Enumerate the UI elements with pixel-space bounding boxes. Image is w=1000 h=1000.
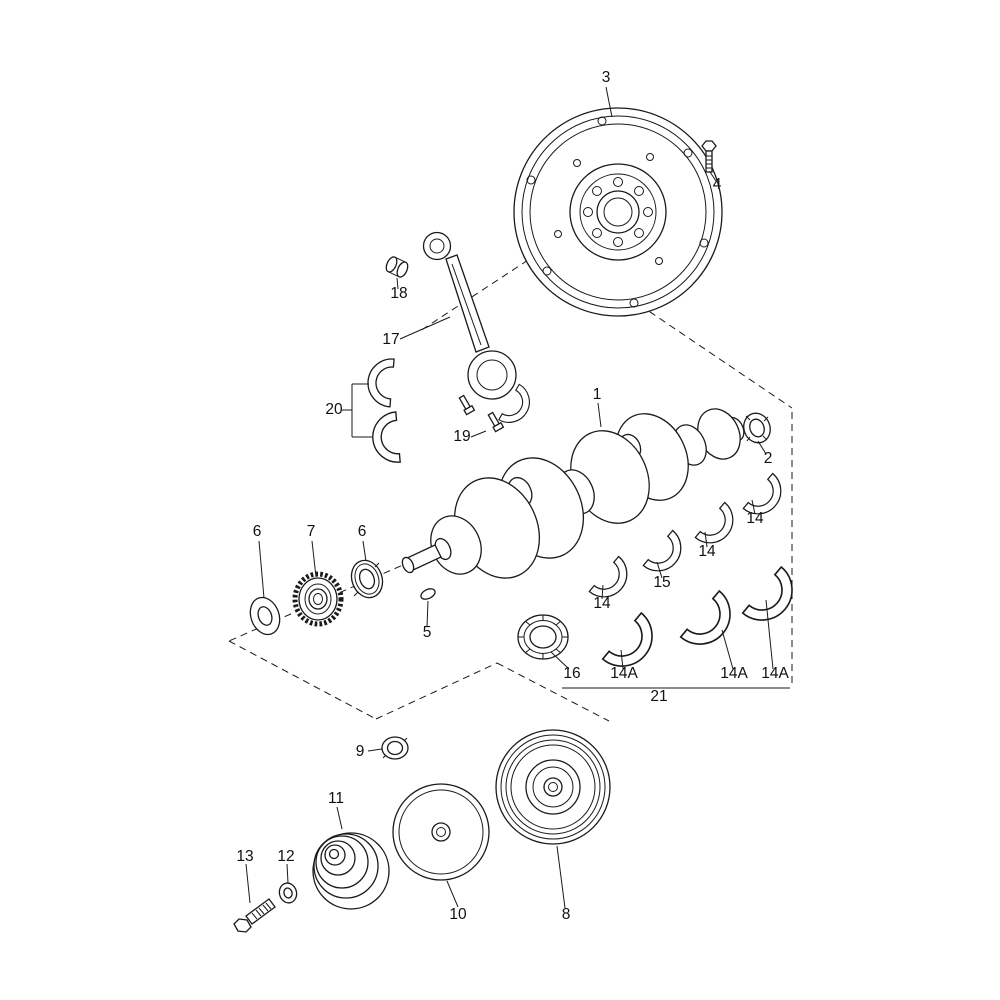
callout-6-left: 6 xyxy=(253,523,262,540)
front-washer-right-drawing xyxy=(350,559,384,599)
callout-18: 18 xyxy=(390,285,407,302)
pulley-drawing xyxy=(495,729,611,845)
woodruff-key-drawing xyxy=(420,588,436,600)
connecting-rod-drawing xyxy=(422,231,538,433)
rod-bushing-drawing xyxy=(385,256,409,278)
callout-13: 13 xyxy=(236,848,253,865)
pulley-disc-drawing xyxy=(392,783,490,881)
thrust-ring-drawing xyxy=(517,614,569,660)
washer-drawing xyxy=(278,882,298,904)
callout-6-right: 6 xyxy=(358,523,367,540)
rod-bearing-shells-drawing xyxy=(365,356,401,465)
callout-21: 21 xyxy=(650,688,667,705)
callout-2: 2 xyxy=(764,450,773,467)
callout-14-1: 14 xyxy=(746,510,764,527)
callout-14-2: 14 xyxy=(698,543,716,560)
callout-17: 17 xyxy=(382,331,399,348)
callout-8: 8 xyxy=(562,906,571,923)
leader-lines xyxy=(245,86,790,909)
callout-3: 3 xyxy=(602,69,611,86)
callout-19: 19 xyxy=(453,428,470,445)
callout-7: 7 xyxy=(307,523,316,540)
callout-10: 10 xyxy=(449,906,467,923)
callout-12: 12 xyxy=(277,848,294,865)
flywheel-drawing xyxy=(513,107,723,317)
main-bearing-shells-lower-row xyxy=(601,566,806,680)
callout-14a-3: 14A xyxy=(761,665,789,682)
callout-11: 11 xyxy=(328,790,344,807)
callout-9: 9 xyxy=(356,743,365,760)
callout-15: 15 xyxy=(653,574,670,591)
timing-gear-drawing xyxy=(292,571,344,627)
spacer-ring-drawing xyxy=(381,736,409,760)
callout-labels: 1 2 3 4 5 6 7 6 8 9 10 11 12 13 14 14 15… xyxy=(236,69,789,923)
callout-20: 20 xyxy=(325,401,343,418)
callout-4: 4 xyxy=(713,176,722,193)
flywheel-bolt-drawing xyxy=(701,140,717,173)
pulley-bolt-drawing xyxy=(233,898,276,933)
callout-14a-2: 14A xyxy=(720,665,748,682)
callout-14-3: 14 xyxy=(593,595,611,612)
callout-14a-1: 14A xyxy=(610,665,638,682)
vibration-damper-drawing xyxy=(312,832,390,910)
rear-seal-drawing xyxy=(743,412,771,444)
callout-16: 16 xyxy=(563,665,580,682)
front-washer-left-drawing xyxy=(249,596,281,636)
crankshaft-drawing xyxy=(401,408,745,579)
callout-5: 5 xyxy=(423,624,432,641)
callout-1: 1 xyxy=(593,386,602,403)
